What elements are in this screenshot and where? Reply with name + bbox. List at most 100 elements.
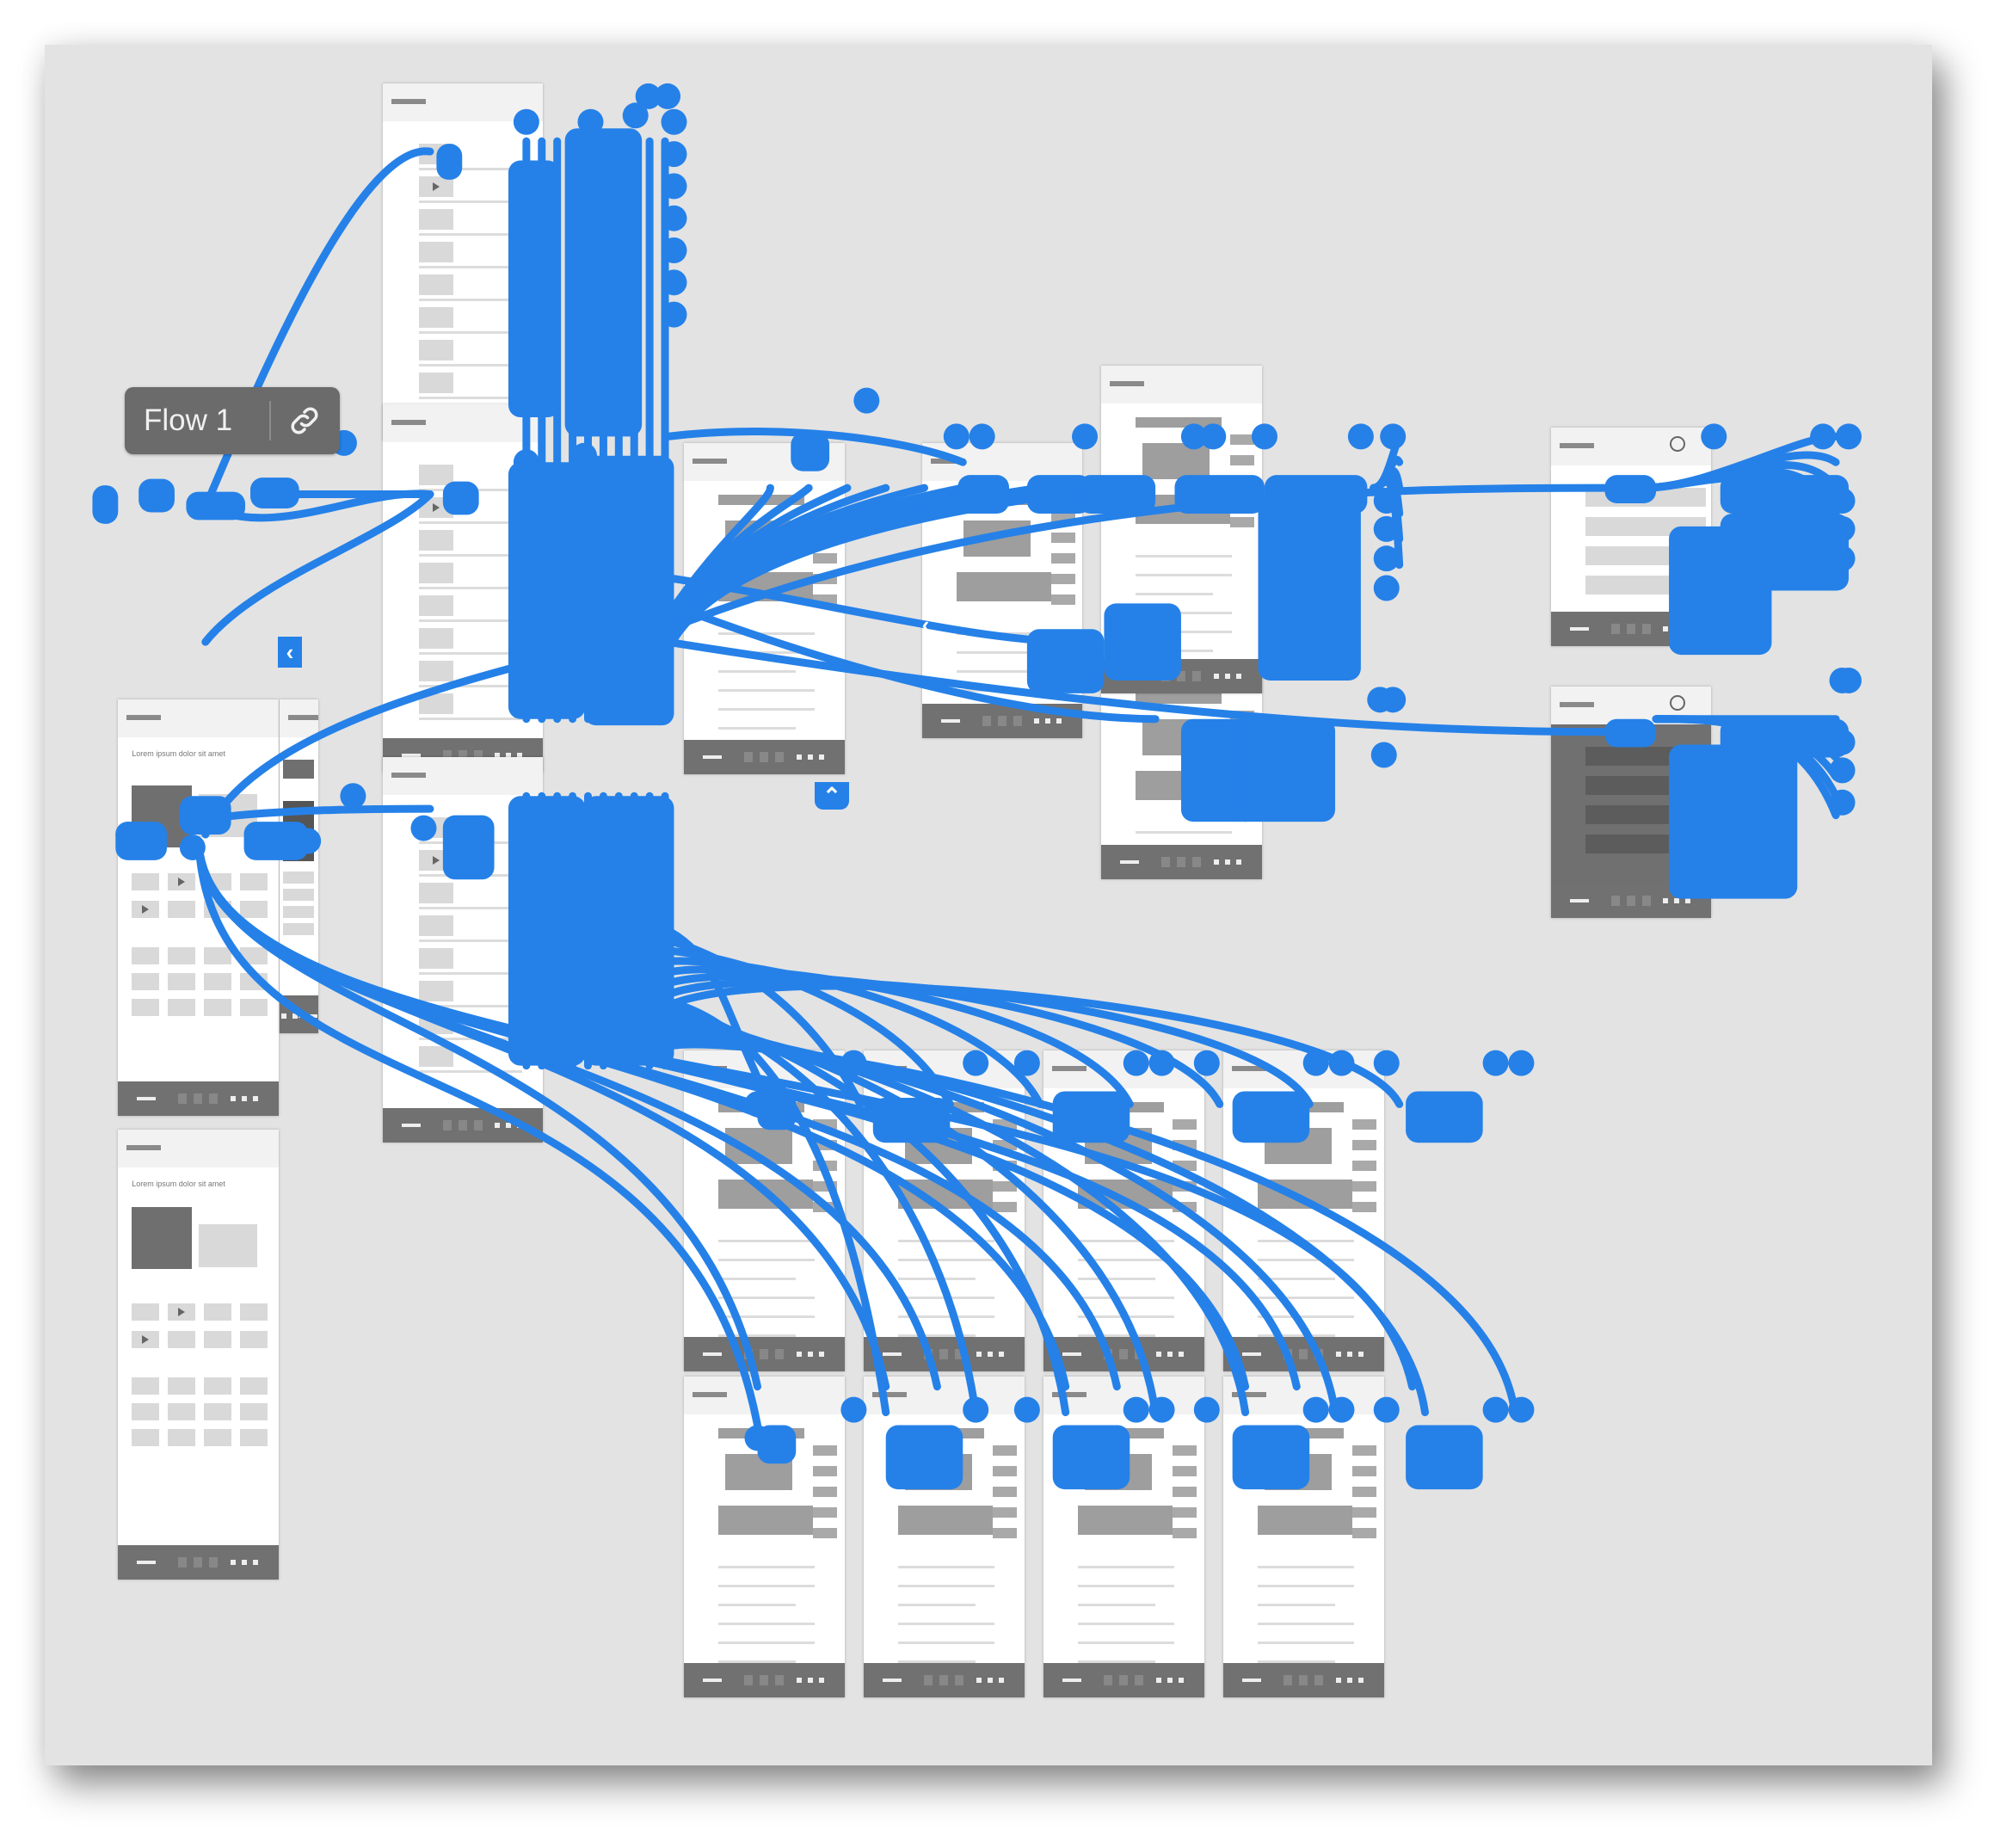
wire-handle[interactable]	[1829, 757, 1856, 784]
comment-line	[1258, 1584, 1355, 1587]
wire-handle[interactable]	[661, 301, 687, 328]
wire-connector-tab[interactable]	[1264, 475, 1368, 514]
wire-handle[interactable]	[1810, 423, 1837, 450]
wire-connector-tab[interactable]	[1720, 718, 1849, 758]
artboard-profile-1[interactable]	[1550, 427, 1712, 646]
wire-handle[interactable]	[1482, 1396, 1509, 1423]
artboard-article-r1c1[interactable]	[684, 1050, 845, 1371]
artboard-profile-2[interactable]	[1550, 687, 1712, 918]
flow-tag[interactable]: Flow 1	[125, 387, 340, 454]
wire-handle[interactable]	[1373, 545, 1400, 572]
wire-connector-tab[interactable]	[564, 128, 643, 437]
wire-handle[interactable]	[577, 108, 604, 135]
wire-handle[interactable]	[1380, 423, 1407, 450]
artboard-article-r2c3[interactable]	[1043, 1376, 1204, 1697]
wire-handle[interactable]	[1829, 667, 1856, 693]
wire-handle[interactable]	[853, 387, 880, 414]
artboard-list-3[interactable]	[382, 757, 544, 1143]
comment-line	[1078, 1258, 1175, 1261]
prototype-wire[interactable]	[1370, 476, 1404, 544]
artboard-list-2[interactable]	[382, 404, 544, 773]
wire-handle[interactable]	[1370, 742, 1397, 768]
profile-row	[1585, 776, 1706, 796]
wire-handle[interactable]	[1373, 515, 1400, 542]
wire-handle[interactable]	[1829, 545, 1856, 572]
comment-line	[718, 688, 816, 692]
wire-handle[interactable]	[1508, 1050, 1535, 1076]
list-caption	[418, 266, 522, 268]
wire-handle[interactable]	[661, 237, 687, 264]
artboard-article-r1c4[interactable]	[1223, 1050, 1384, 1371]
comment-line	[1258, 1296, 1355, 1299]
wire-connector-tab[interactable]	[250, 477, 299, 508]
wire-connector-tab[interactable]	[1406, 1091, 1483, 1143]
wire-connector-tab[interactable]	[139, 478, 175, 513]
prototype-wire[interactable]	[1370, 455, 1404, 492]
flow-name[interactable]: Flow 1	[144, 403, 233, 437]
footer-dot	[1178, 1677, 1184, 1683]
wire-handle[interactable]	[661, 108, 687, 135]
wire-handle[interactable]	[1380, 687, 1407, 713]
comment-line	[1136, 612, 1233, 615]
wire-handle[interactable]	[1373, 488, 1400, 514]
artboard-article-r1c2[interactable]	[864, 1050, 1025, 1371]
prototype-wire[interactable]	[1370, 477, 1404, 570]
wire-handle[interactable]	[1829, 488, 1856, 514]
list-thumb	[418, 274, 453, 295]
footer-menu-icon	[924, 1348, 933, 1359]
artboard-article-r1c3[interactable]	[1043, 1050, 1204, 1371]
back-chevron-left-button[interactable]: ‹	[278, 637, 302, 668]
wire-handle[interactable]	[340, 783, 366, 810]
wire-handle[interactable]	[1508, 1396, 1535, 1423]
prototype-wire[interactable]	[1370, 432, 1404, 492]
wire-handle[interactable]	[1367, 687, 1394, 713]
artboard-list-1[interactable]	[382, 83, 544, 440]
wire-connector-tab[interactable]	[1720, 513, 1849, 591]
artboard-detail-3[interactable]	[1101, 366, 1262, 693]
wire-handle[interactable]	[661, 141, 687, 168]
wire-handle[interactable]	[571, 442, 598, 469]
wire-handle[interactable]	[1347, 423, 1374, 450]
footer-logo	[137, 1560, 157, 1564]
wire-connector-tab[interactable]	[584, 455, 674, 726]
header-logo-bar	[391, 773, 426, 779]
wire-connector-tab[interactable]	[1406, 1425, 1483, 1490]
wire-handle[interactable]	[622, 102, 649, 129]
artboard-article-1[interactable]	[684, 442, 845, 774]
wire-connector-tab[interactable]	[186, 491, 246, 521]
article-image	[725, 1127, 793, 1164]
wire-connector-tab[interactable]	[92, 485, 119, 524]
artboard-home-b[interactable]: Lorem ipsum dolor sit amet	[118, 1130, 279, 1580]
link-icon[interactable]	[283, 399, 326, 442]
wire-handle[interactable]	[1829, 789, 1856, 816]
header-logo-bar	[872, 1065, 908, 1071]
prototype-wire[interactable]	[1370, 466, 1404, 492]
wire-connector-tab[interactable]	[1720, 475, 1849, 514]
artboard-article-r2c4[interactable]	[1223, 1376, 1384, 1697]
back-chevron-left-button-2[interactable]: ‹	[914, 611, 937, 638]
wire-handle[interactable]	[661, 173, 687, 200]
wire-handle[interactable]	[635, 83, 662, 109]
scroll-up-button[interactable]: ⌃	[815, 782, 849, 810]
prototype-wire[interactable]	[1370, 472, 1404, 518]
artboard-home-a[interactable]: Lorem ipsum dolor sit amet	[118, 699, 279, 1116]
wire-handle[interactable]	[1482, 1050, 1509, 1076]
artboard-article-r2c2[interactable]	[864, 1376, 1025, 1697]
wire-connector-tab[interactable]	[1258, 501, 1361, 681]
wire-handle[interactable]	[661, 205, 687, 231]
sidebar-chip	[1352, 1118, 1377, 1130]
wire-handle[interactable]	[1835, 423, 1862, 450]
wire-handle[interactable]	[1835, 667, 1862, 693]
sidebar-chip	[993, 1160, 1018, 1171]
artboard-detail-1[interactable]	[921, 442, 1083, 739]
wire-handle[interactable]	[655, 83, 681, 109]
wire-connector-tab[interactable]	[584, 796, 674, 1066]
wire-handle[interactable]	[1829, 515, 1856, 542]
wire-handle[interactable]	[661, 269, 687, 296]
footer-dot	[517, 1123, 523, 1129]
artboard-article-r2c1[interactable]	[684, 1376, 845, 1697]
wire-handle[interactable]	[1373, 575, 1400, 601]
artboard-home-side[interactable]	[280, 699, 319, 1034]
wire-handle[interactable]	[1829, 729, 1856, 755]
